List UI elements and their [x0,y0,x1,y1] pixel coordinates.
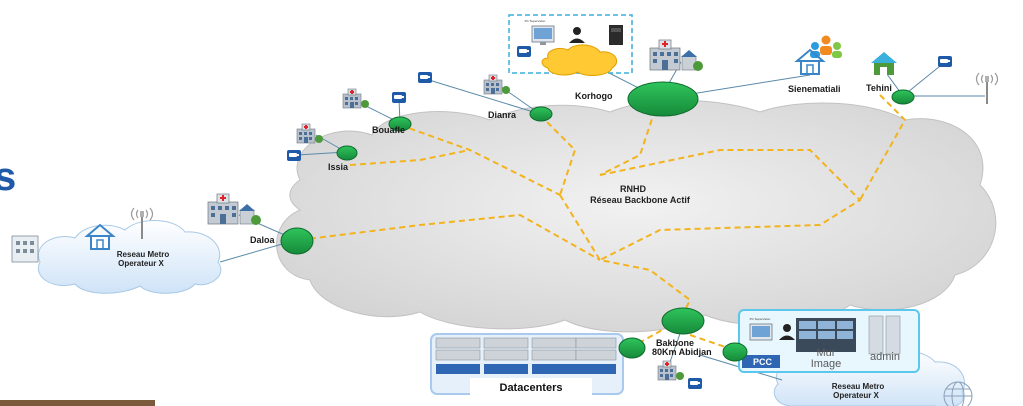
node-daloa [280,227,314,255]
backbone-title: RNHD [620,184,646,194]
site-label-bakbone-line1: Bakbone [656,338,694,348]
metro-west-line1: Reseau Metro [117,250,170,259]
node-tehini [891,89,915,105]
site-label-bouafle: Bouafle [372,125,405,135]
left-edge-partial-letter: s [0,155,16,199]
wall-label-line1: Mur [817,347,836,359]
site-label-issia: Issia [328,162,349,172]
site-label-dianra: Dianra [488,110,517,120]
hospital-icon [483,74,511,95]
house-green-icon [871,52,897,75]
node-issia [336,145,358,161]
metro-cloud-west [37,219,222,294]
wall-label-line2: Image [811,358,842,370]
backbone-subtitle: Réseau Backbone Actif [590,195,691,205]
globe-icon [943,381,973,406]
hospital-icon [649,39,704,72]
hospital-icon [207,193,262,226]
camera-icon [392,92,406,103]
supervision-box-title: PC Supervision [525,19,546,23]
building-icon [11,235,39,263]
datacenters-label: Datacenters [500,382,563,394]
metro-west-line2: Operateur X [118,259,164,268]
node-datacenters [618,337,646,359]
bottom-left-decor [0,400,155,406]
dashed-backbone-links [299,94,907,353]
node-pcc [722,342,748,362]
pcc-box: PC Supervision PCC Mur Image admin [738,309,920,373]
node-bouafle [388,116,412,132]
site-label-sienematiali: Sienematiali [788,84,841,94]
backbone-nodes [280,81,915,362]
site-label-daloa: Daloa [250,235,276,245]
hospital-icon [296,123,324,144]
site-label-korhogo: Korhogo [575,91,613,101]
admin-label: admin [870,351,900,363]
node-dianra [529,106,553,122]
site-label-tehini: Tehini [866,83,892,93]
node-korhogo [627,81,699,117]
metro-east-line2: Operateur X [833,391,879,400]
hospital-icon [342,88,370,109]
pcc-label: PCC [753,357,773,367]
camera-icon [418,72,432,83]
antenna-icon [975,72,999,105]
camera-icon [287,150,301,161]
metro-east-line1: Reseau Metro [832,382,885,391]
camera-icon [517,46,531,57]
site-label-bakbone-line2: 80Km Abidjan [652,347,712,357]
hospital-icon [657,360,685,381]
pcc-box-title: PC Supervision [750,317,771,321]
backbone-cloud [276,99,997,333]
supervision-cloud [541,44,618,76]
supervision-box-top: PC Supervision [508,14,633,76]
camera-icon [688,378,702,389]
datacenters-box: Datacenters [430,333,624,396]
node-bakbone [661,307,705,335]
people-icon [810,35,842,58]
camera-icon [938,56,952,67]
